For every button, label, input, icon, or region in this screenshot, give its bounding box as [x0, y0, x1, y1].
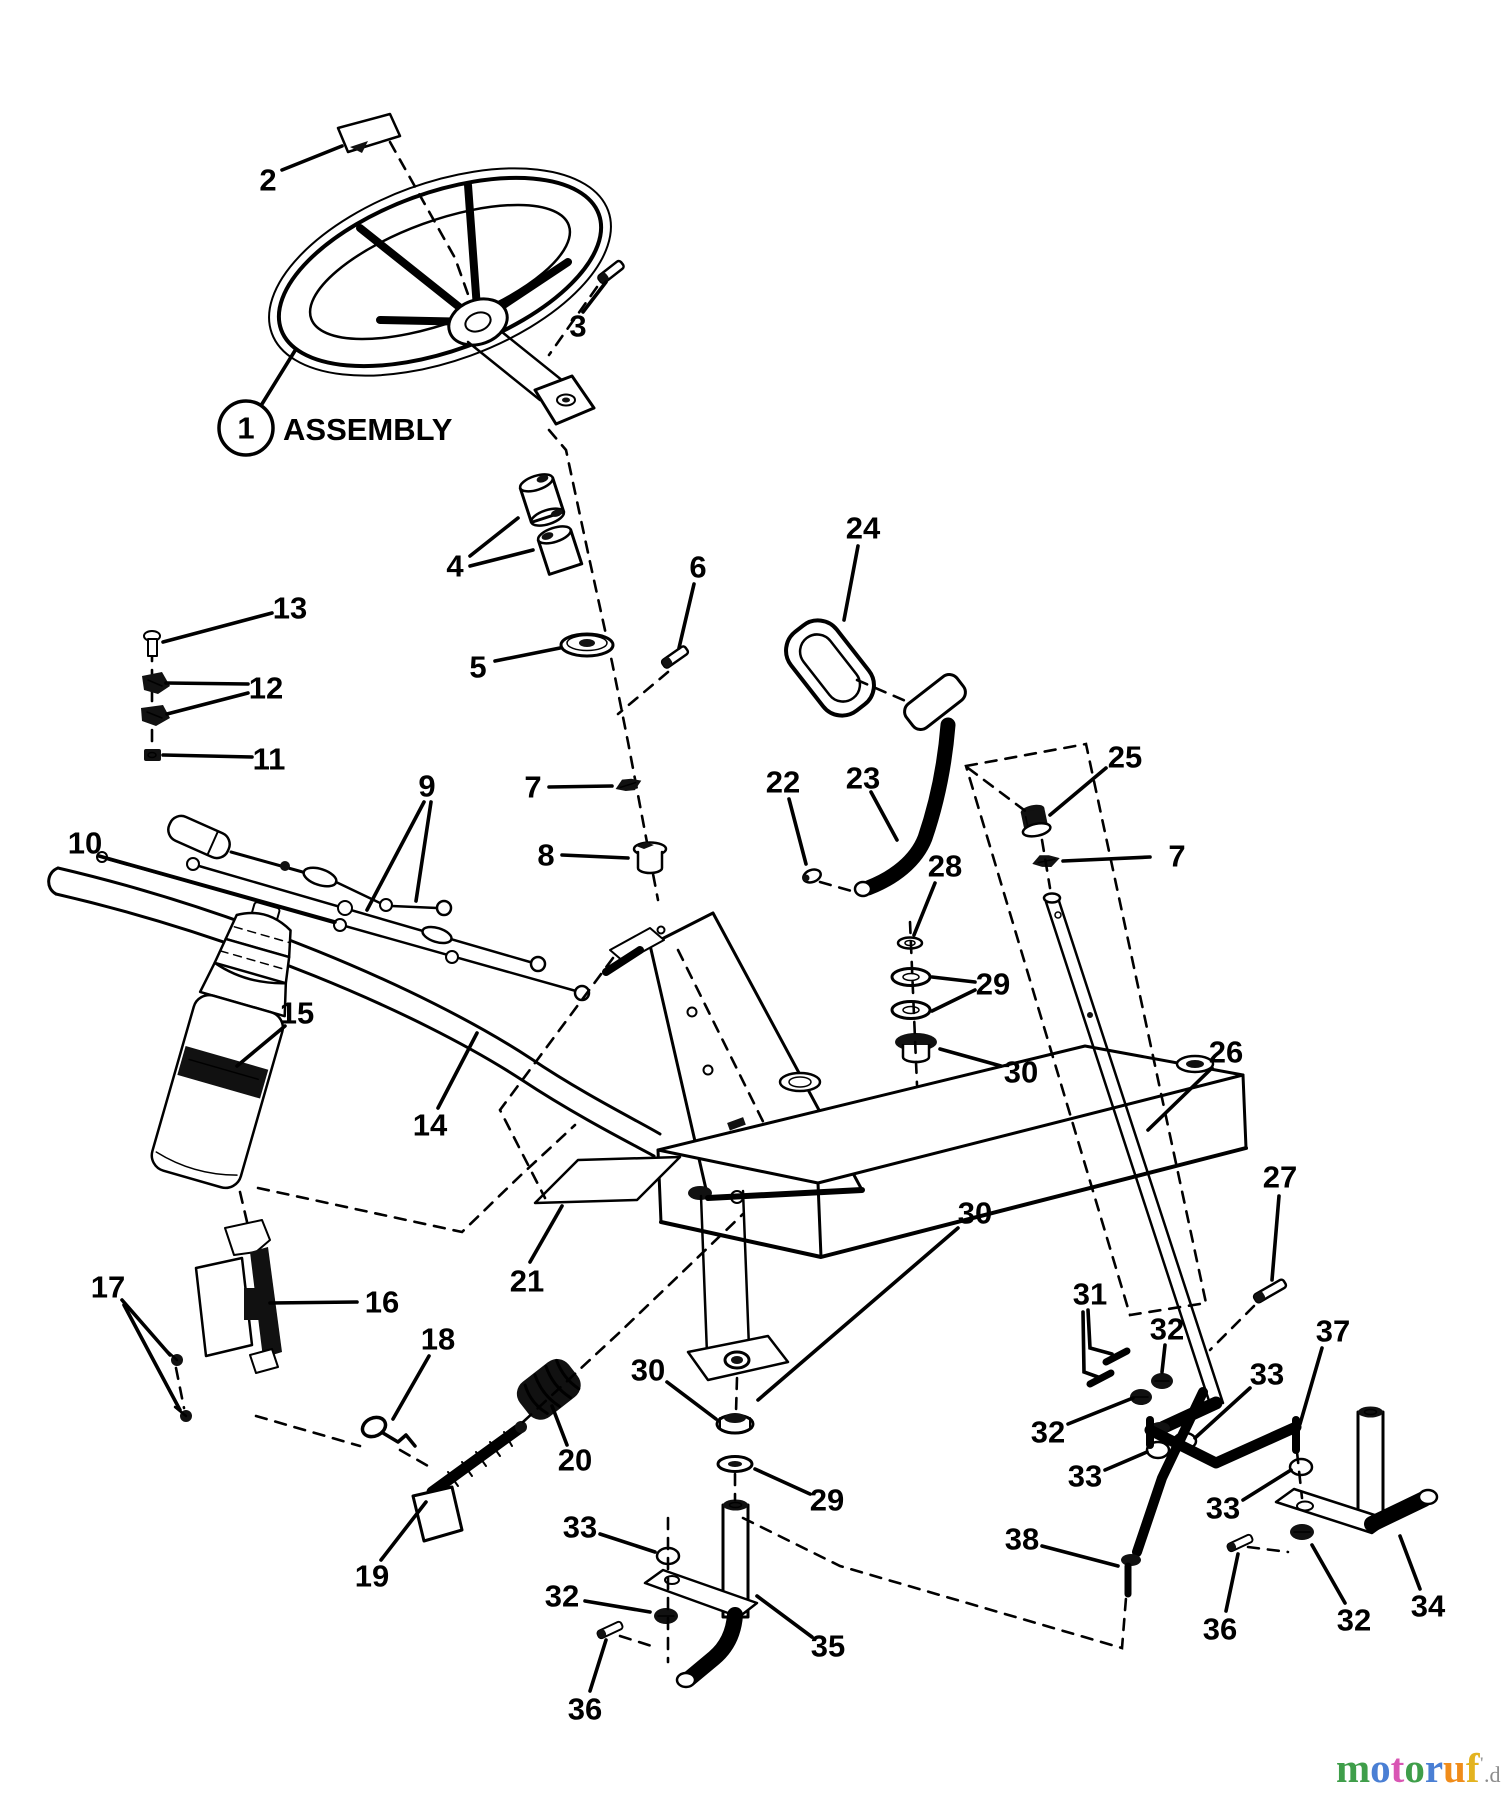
- part-callout-15: 15: [280, 996, 314, 1031]
- part-callout-21: 21: [510, 1264, 544, 1299]
- part-callout-36: 36: [1203, 1612, 1237, 1647]
- spindle-nut-washer-left: [715, 1413, 755, 1473]
- part-callout-28: 28: [928, 849, 962, 884]
- spindle-right-34: [1274, 1406, 1439, 1535]
- cable-clamps-12: [141, 672, 170, 726]
- roll-pin-3: [597, 259, 625, 285]
- part-callout-2: 2: [259, 163, 276, 198]
- part-callout-32: 32: [1150, 1312, 1184, 1347]
- part-callout-33: 33: [563, 1510, 597, 1545]
- part-callout-18: 18: [421, 1322, 455, 1357]
- part-callout-25: 25: [1108, 740, 1142, 775]
- roll-pin-6: [660, 645, 690, 669]
- part-callout-7: 7: [524, 770, 541, 805]
- grommet-24: [784, 618, 876, 718]
- watermark-letter: t: [1390, 1745, 1405, 1791]
- watermark-letter: o: [1370, 1745, 1391, 1791]
- cable-capsule: [167, 814, 231, 860]
- lever-23: [853, 673, 967, 898]
- assembly-dashed-lines-upper: [150, 140, 670, 902]
- part-callout-11: 11: [253, 742, 286, 777]
- clamp-bolt-13: [143, 630, 161, 657]
- linkage-cluster: [1086, 1347, 1314, 1598]
- watermark-letter: f: [1465, 1745, 1480, 1791]
- part-callout-33: 33: [1250, 1357, 1284, 1392]
- hairpin-clip-18: [360, 1415, 417, 1448]
- part-callout-19: 19: [355, 1559, 389, 1594]
- steering-console: [602, 911, 1248, 1382]
- watermark-letter: u: [1443, 1745, 1466, 1791]
- part-callout-12: 12: [249, 671, 283, 706]
- part-callout-7: 7: [1168, 839, 1185, 874]
- part-callout-8: 8: [537, 838, 554, 873]
- part-callout-16: 16: [365, 1285, 399, 1320]
- leader-lines: [97, 144, 1422, 1693]
- handlebar-tube: [47, 866, 662, 1158]
- part-callout-22: 22: [766, 765, 800, 800]
- part-callout-29: 29: [810, 1483, 844, 1518]
- part-callout-32: 32: [1337, 1603, 1371, 1638]
- spring-20: [516, 1358, 581, 1420]
- part-callout-38: 38: [1005, 1522, 1039, 1557]
- part-callout-29: 29: [976, 967, 1010, 1002]
- steering-wheel: [268, 167, 612, 426]
- part-callout-17: 17: [91, 1270, 125, 1305]
- watermark-logo: motoruf'.de: [1336, 1744, 1501, 1792]
- flanged-bushing-8: [632, 841, 668, 875]
- assembly-callout: 1 ASSEMBLY: [217, 399, 453, 457]
- watermark-letter: r: [1424, 1745, 1444, 1791]
- part-callout-35: 35: [811, 1629, 845, 1664]
- part-callout-24: 24: [846, 511, 881, 546]
- part-callout-33: 33: [1206, 1491, 1240, 1526]
- assembly-dashed-lines-lower: [174, 678, 1304, 1664]
- part-callout-30: 30: [1004, 1055, 1038, 1090]
- part-callout-34: 34: [1411, 1589, 1446, 1624]
- part-callout-14: 14: [413, 1108, 448, 1143]
- part-callout-31: 31: [1073, 1277, 1107, 1312]
- column-bushings-4: [518, 473, 584, 576]
- part-callout-10: 10: [68, 826, 102, 861]
- part-callout-30: 30: [958, 1196, 992, 1231]
- assembly-label: ASSEMBLY: [283, 412, 453, 447]
- bottle-bracket-16: [194, 1219, 282, 1374]
- steering-wheel-cap: [336, 112, 402, 154]
- part-callout-4: 4: [446, 549, 464, 584]
- part-callout-5: 5: [469, 650, 486, 685]
- part-callout-36: 36: [568, 1692, 602, 1727]
- pin-22: [802, 868, 822, 884]
- part-callout-20: 20: [558, 1443, 592, 1478]
- decal-plate-21: [533, 1155, 682, 1205]
- part-callout-6: 6: [689, 550, 706, 585]
- cap-nut-25: [1020, 804, 1052, 838]
- cotter-pin-27: [1252, 1278, 1288, 1304]
- part-callout-27: 27: [1263, 1160, 1297, 1195]
- watermark-suffix: .de: [1483, 1762, 1501, 1787]
- part-callout-9: 9: [418, 769, 435, 804]
- part-callout-37: 37: [1316, 1314, 1350, 1349]
- part-callout-13: 13: [273, 591, 307, 626]
- nut-11: [144, 749, 161, 761]
- part-callout-33: 33: [1068, 1459, 1102, 1494]
- part-callout-32: 32: [1031, 1415, 1065, 1450]
- part-callout-32: 32: [545, 1579, 579, 1614]
- push-nut-7: [615, 778, 642, 791]
- pedal-19: [411, 1421, 527, 1543]
- part-callout-3: 3: [569, 309, 586, 344]
- water-bottle-15: [150, 901, 292, 1190]
- drag-link-rod-26: [1042, 892, 1225, 1434]
- watermark-letter: m: [1336, 1745, 1371, 1791]
- control-cables: [96, 814, 591, 1002]
- part-callout-23: 23: [846, 761, 880, 796]
- part-callout-26: 26: [1209, 1035, 1243, 1070]
- assembly-number: 1: [237, 411, 254, 446]
- bearing-washer-5: [559, 632, 615, 658]
- watermark-letter: o: [1404, 1745, 1425, 1791]
- spindle-left-35: [596, 1499, 759, 1689]
- part-callout-30: 30: [631, 1353, 665, 1388]
